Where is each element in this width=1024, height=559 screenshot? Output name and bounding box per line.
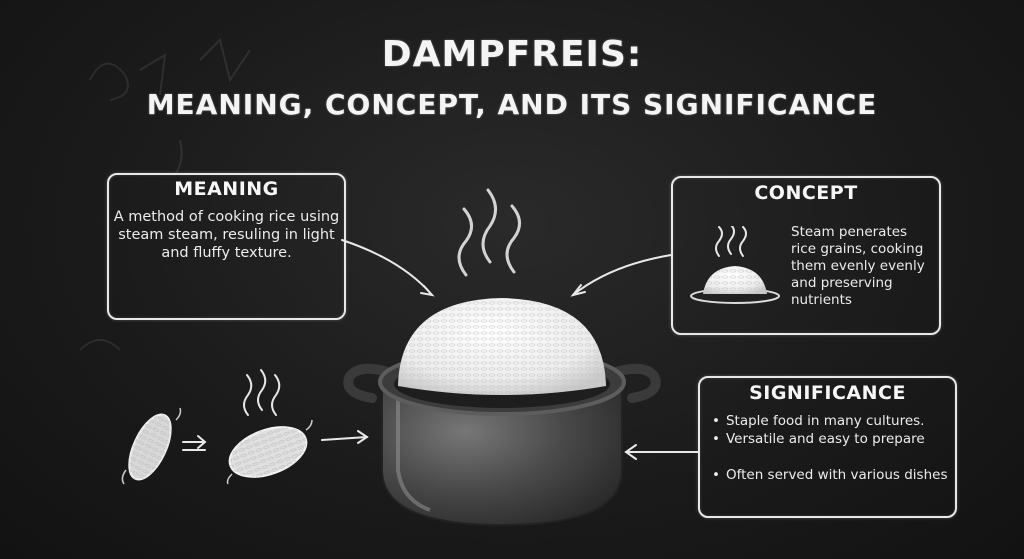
arrow-process-2: [321, 436, 368, 441]
steamed-rice-icon: [226, 369, 313, 485]
list-item: Often served with various dishes: [712, 466, 955, 484]
chalk-smudges: [79, 38, 251, 351]
cooking-pot-icon: [343, 298, 661, 527]
concept-text: Steam penerates rice grains, cooking the…: [791, 224, 925, 308]
meaning-heading: MEANING: [174, 178, 279, 200]
arrow-process-1: [182, 435, 207, 451]
significance-list: Staple food in many cultures. Versatile …: [712, 412, 955, 484]
significance-heading: SIGNIFICANCE: [749, 382, 906, 404]
arrow-meaning-to-pot: [341, 239, 433, 296]
list-item: Versatile and easy to prepare: [712, 430, 955, 448]
concept-card: CONCEPT Steam penerates rice grains, coo…: [671, 176, 941, 335]
concept-heading: CONCEPT: [754, 182, 858, 204]
rice-plate-icon: [690, 226, 780, 304]
page-subtitle: MEANING, CONCEPT, AND ITS SIGNIFICANCE: [146, 88, 878, 121]
arrow-concept-to-pot: [572, 254, 672, 296]
meaning-card: MEANING A method of cooking rice using s…: [107, 173, 346, 320]
page-title: DAMPFREIS:: [381, 34, 643, 75]
meaning-text: A method of cooking rice using steam ste…: [113, 209, 340, 261]
arrows: [182, 239, 699, 460]
significance-card: SIGNIFICANCE Staple food in many culture…: [698, 376, 957, 518]
raw-rice-icon: [121, 407, 182, 485]
steam-icon: [457, 188, 521, 277]
list-item: Staple food in many cultures.: [712, 412, 955, 430]
